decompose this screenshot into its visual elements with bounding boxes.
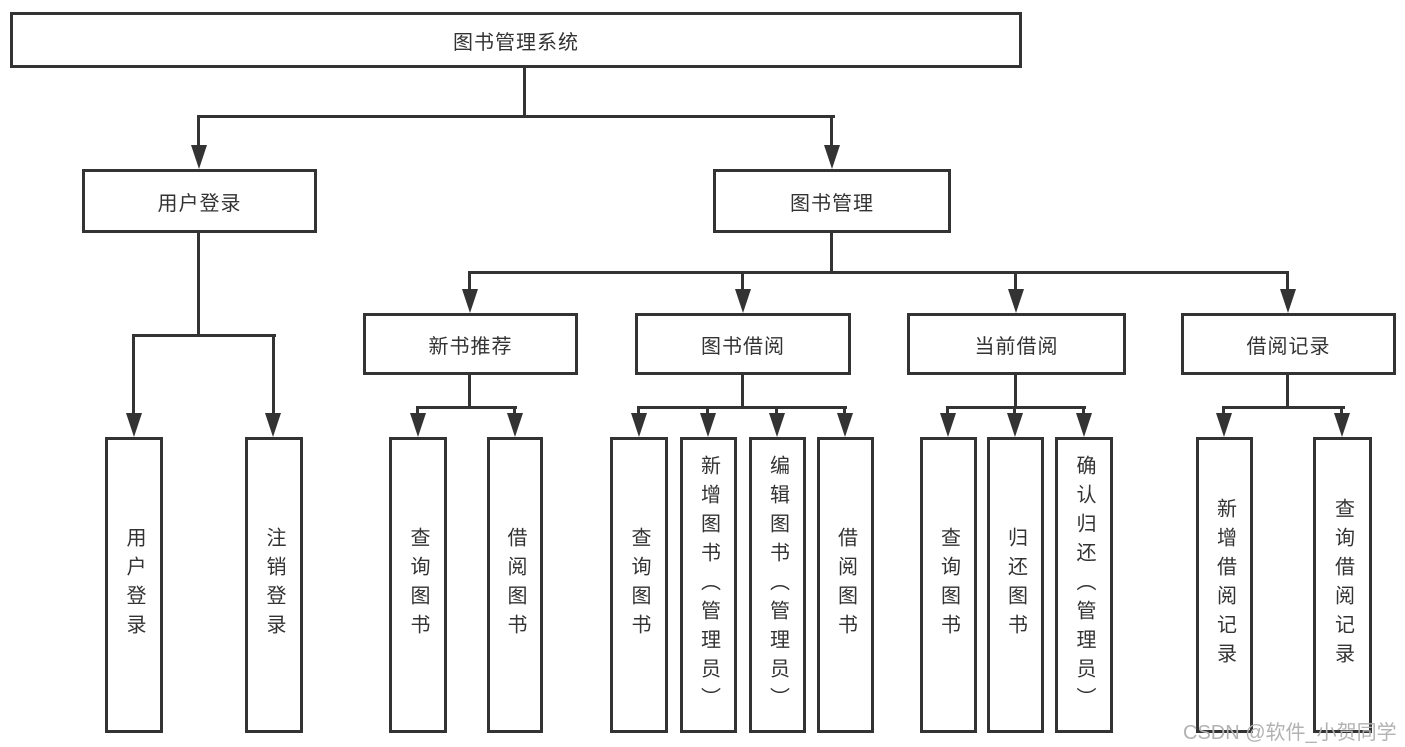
arrowhead-bb-add (700, 413, 716, 437)
edge-user-login-horizontal (132, 334, 276, 337)
leaf-cb-return-books: 归还图书 (987, 437, 1044, 733)
node-label: 编辑图书（管理员） (766, 454, 789, 716)
node-label: 确认归还（管理员） (1073, 454, 1095, 716)
leaf-nb-borrow-books: 借阅图书 (487, 437, 543, 733)
arrowhead-user-login (191, 145, 207, 169)
edge-stem-book-borrowing (741, 271, 744, 291)
leaf-nb-search-books: 查询图书 (389, 437, 447, 733)
edge-stem-bb-borrow (843, 406, 846, 416)
edge-new-book-horizontal (416, 406, 517, 409)
edge-stem-cb-search (946, 406, 949, 416)
arrowhead-leaf-logout (265, 413, 281, 437)
node-label: 借阅记录 (1246, 335, 1331, 358)
node-user-login: 用户登录 (82, 169, 317, 233)
edge-root-vertical (523, 68, 526, 117)
edge-borrowing-records-vertical (1286, 375, 1289, 408)
edge-current-borrowing-horizontal (946, 406, 1086, 409)
edge-user-login-vertical (197, 233, 200, 336)
leaf-bb-search-books: 查询图书 (610, 437, 668, 733)
edge-stem-cb-return (1013, 406, 1016, 416)
arrowhead-cb-return (1007, 413, 1023, 437)
edge-stem-cb-confirm (1082, 406, 1085, 416)
leaf-cb-search-books: 查询图书 (920, 437, 977, 733)
arrowhead-book-management (824, 145, 840, 169)
node-label: 图书管理 (790, 192, 874, 215)
arrowhead-bb-search (631, 413, 647, 437)
edge-stem-book-management (830, 115, 833, 147)
arrowhead-nb-search (410, 413, 426, 437)
node-label: 注销登录 (263, 527, 285, 643)
edge-stem-leaf-logout (272, 334, 275, 415)
node-label: 当前借阅 (974, 335, 1059, 358)
node-label: 图书管理系统 (453, 31, 579, 54)
leaf-br-add-record: 新增借阅记录 (1196, 437, 1253, 733)
node-borrowing-records: 借阅记录 (1181, 313, 1396, 375)
node-book-management: 图书管理 (713, 169, 951, 233)
node-label: 归还图书 (1004, 527, 1027, 643)
node-new-book-recommend: 新书推荐 (363, 313, 578, 375)
leaf-logout: 注销登录 (245, 437, 303, 733)
arrowhead-bb-borrow (837, 413, 853, 437)
node-label: 查询图书 (937, 527, 960, 643)
edge-book-borrowing-horizontal (637, 406, 847, 409)
leaf-br-search-record: 查询借阅记录 (1313, 437, 1372, 733)
leaf-cb-confirm-return-admin: 确认归还（管理员） (1055, 437, 1113, 733)
arrowhead-bb-edit (769, 413, 785, 437)
arrowhead-cb-search (940, 413, 956, 437)
edge-book-borrowing-vertical (741, 375, 744, 408)
arrowhead-new-book (462, 289, 478, 313)
csdn-watermark: CSDN @软件_小贺同学 (1183, 722, 1397, 744)
edge-stem-nb-borrow (513, 406, 516, 416)
arrowhead-cb-confirm (1076, 413, 1092, 437)
edge-borrowing-records-horizontal (1222, 406, 1345, 409)
node-label: 查询借阅记录 (1331, 498, 1354, 672)
node-label: 查询图书 (407, 527, 429, 643)
node-label: 新增图书（管理员） (697, 454, 720, 716)
edge-root-horizontal (197, 115, 835, 118)
leaf-bb-add-books-admin: 新增图书（管理员） (680, 437, 737, 733)
edge-stem-bb-search (637, 406, 640, 416)
node-label: 新书推荐 (428, 335, 513, 358)
node-label: 图书借阅 (701, 335, 785, 358)
leaf-user-login: 用户登录 (105, 437, 163, 733)
edge-stem-bb-add (706, 406, 709, 416)
arrowhead-br-search (1334, 413, 1350, 437)
node-library-management-system: 图书管理系统 (10, 12, 1022, 68)
node-label: 借阅图书 (504, 527, 526, 643)
node-label: 新增借阅记录 (1213, 498, 1236, 672)
edge-stem-leaf-user-login (132, 334, 135, 415)
arrowhead-leaf-user-login (126, 413, 142, 437)
node-book-borrowing: 图书借阅 (635, 313, 851, 375)
leaf-bb-borrow-books: 借阅图书 (817, 437, 874, 733)
node-label: 用户登录 (157, 192, 242, 215)
node-label: 用户登录 (123, 527, 145, 643)
arrowhead-borrowing-records (1280, 289, 1296, 313)
edge-new-book-vertical (468, 375, 471, 408)
node-label: 查询图书 (628, 527, 650, 643)
arrowhead-nb-borrow (507, 413, 523, 437)
edge-book-management-horizontal (468, 271, 1289, 274)
node-current-borrowing: 当前借阅 (907, 313, 1126, 375)
edge-stem-br-search (1340, 406, 1343, 416)
arrowhead-current-borrowing (1008, 289, 1024, 313)
node-label: 借阅图书 (834, 527, 857, 643)
edge-stem-user-login (197, 115, 200, 147)
edge-current-borrowing-vertical (1014, 375, 1017, 408)
edge-book-management-vertical (830, 233, 833, 273)
edge-stem-current-borrowing (1014, 271, 1017, 291)
edge-stem-nb-search (416, 406, 419, 416)
edge-stem-br-add (1222, 406, 1225, 416)
arrowhead-book-borrowing (735, 289, 751, 313)
edge-stem-borrowing-records (1286, 271, 1289, 291)
edge-stem-new-book (468, 271, 471, 291)
leaf-bb-edit-books-admin: 编辑图书（管理员） (749, 437, 806, 733)
edge-stem-bb-edit (775, 406, 778, 416)
arrowhead-br-add (1216, 413, 1232, 437)
